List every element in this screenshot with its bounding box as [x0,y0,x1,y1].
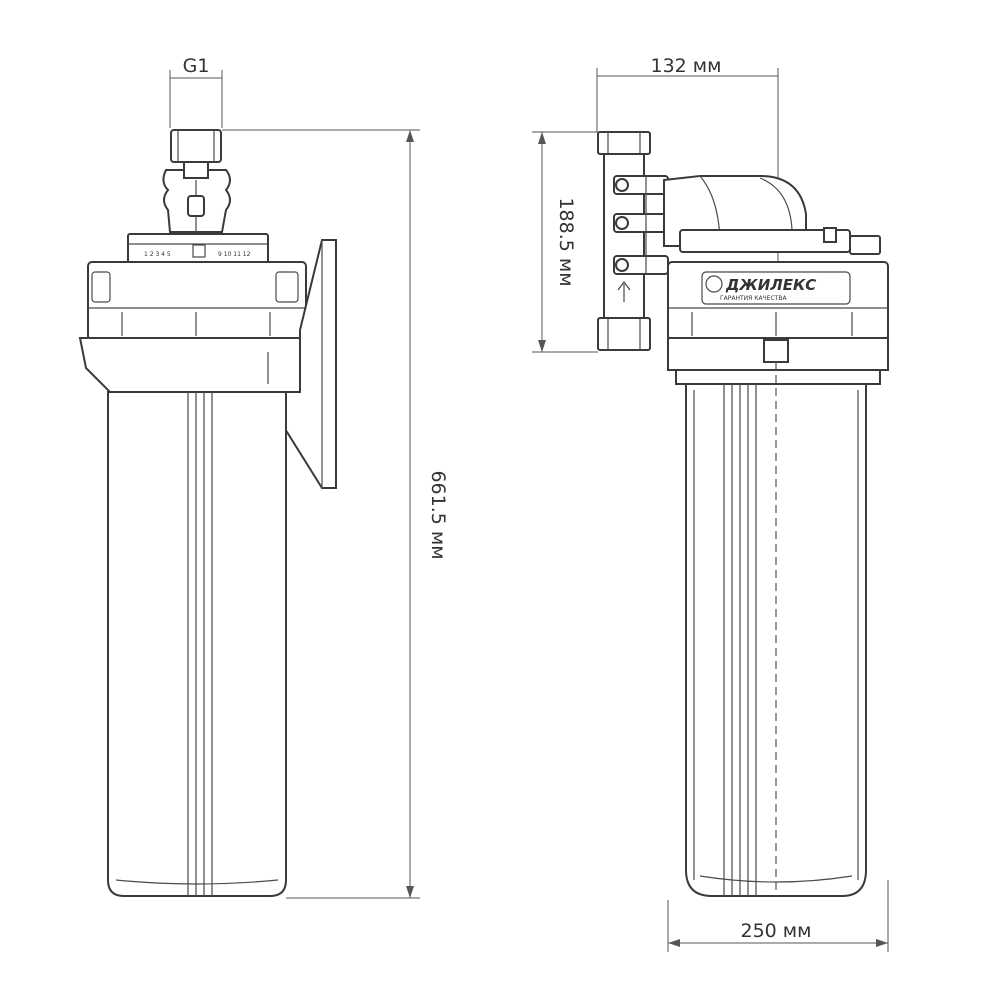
brand-tagline: ГАРАНТИЯ КАЧЕСТВА [720,295,787,302]
side-view: G1 1 2 3 4 5 9 10 11 12 [78,55,449,899]
brand-logo: ДЖИЛЕКС [725,276,816,294]
valve-scale-left: 1 2 3 4 5 [144,251,171,258]
top-width-label: 132 мм [651,55,722,77]
valve-scale-right: 9 10 11 12 [218,251,251,258]
total-height-label: 661.5 мм [427,470,449,559]
thread-size-label: G1 [183,55,210,77]
head-height-label: 188.5 мм [555,197,577,286]
bottom-width-label: 250 мм [741,920,812,942]
front-view: 132 мм ДЖИЛЕКС ГАРА [532,55,889,952]
